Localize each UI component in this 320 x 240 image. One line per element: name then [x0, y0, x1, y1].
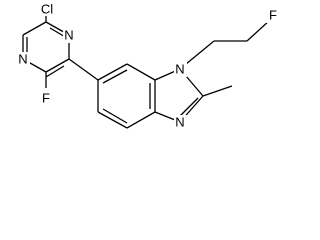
pyrimidine-nitrogen-label: N [64, 28, 73, 43]
bond [102, 69, 128, 84]
bond [102, 108, 128, 124]
imidazole-ring [154, 68, 233, 123]
fluorine-label: F [269, 8, 277, 23]
bond [126, 63, 156, 81]
structure-canvas: Cl N N F N N F [17, 1, 279, 130]
fluorine-label: F [42, 91, 50, 106]
bond [97, 111, 128, 129]
bond [22, 21, 47, 36]
fluoroethyl-chain [179, 19, 271, 70]
bond [45, 65, 65, 78]
molecule-structure: Cl N N F N N F [17, 1, 279, 130]
pyrimidine-nitrogen-label: N [18, 52, 27, 67]
bond [97, 63, 128, 81]
bond [178, 97, 199, 118]
bond [45, 58, 70, 73]
bond [68, 58, 99, 81]
atom-labels: Cl N N F N N F [17, 1, 279, 130]
pyrimidine-ring [22, 10, 99, 88]
bond [202, 85, 233, 97]
imidazole-nitrogen-label: N [175, 115, 184, 130]
benzene-ring [97, 63, 156, 129]
bond [126, 111, 156, 129]
bond [246, 19, 271, 42]
chlorine-label: Cl [41, 2, 53, 17]
imidazole-nitrogen-label: N [175, 62, 184, 77]
